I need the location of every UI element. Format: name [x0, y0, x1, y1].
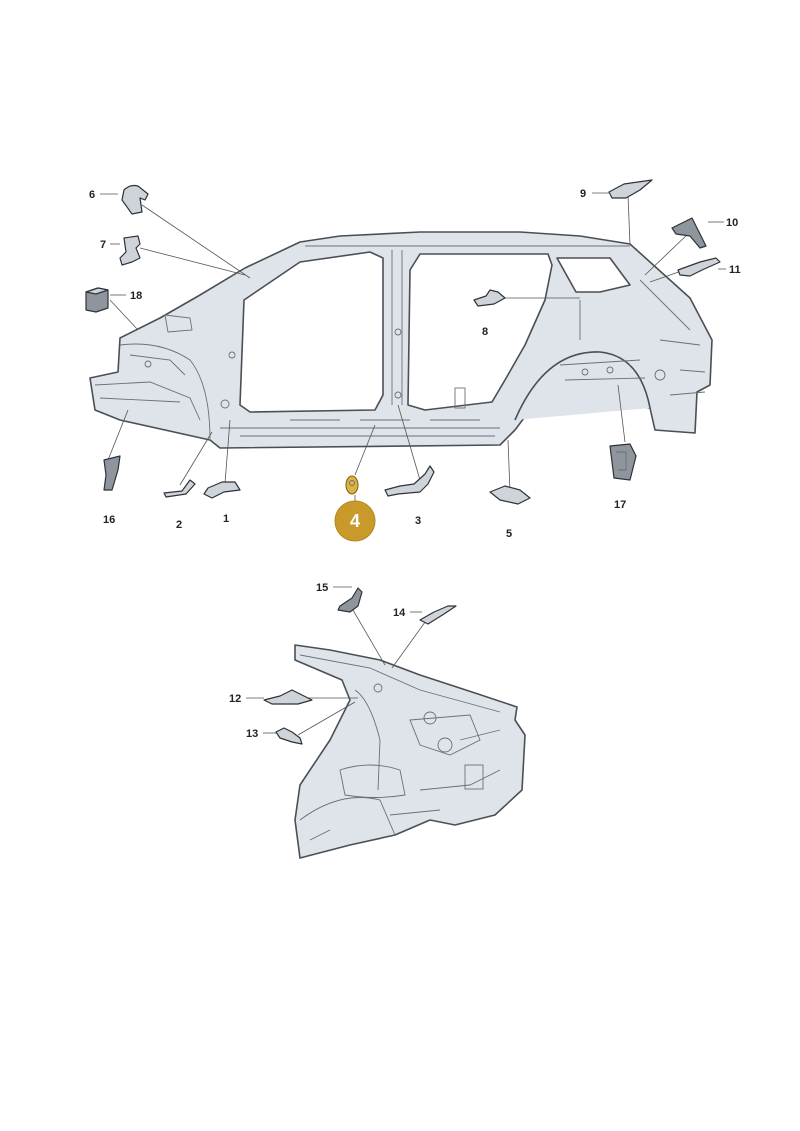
part-12: [263, 689, 313, 705]
part-16: [103, 455, 121, 491]
callouts: 6 7 18 16 2 1 3 5 17 8 9 10 11 15 14 12 …: [89, 188, 741, 740]
callout-11: 11: [729, 264, 741, 276]
callout-8: 8: [482, 326, 488, 338]
callout-7: 7: [100, 239, 106, 251]
part-14: [419, 605, 457, 625]
part-17: [609, 443, 637, 481]
callout-1: 1: [223, 513, 229, 525]
callout-3: 3: [415, 515, 421, 527]
part-1: [203, 481, 241, 499]
parts: [85, 179, 721, 745]
part-9: [608, 179, 653, 199]
part-6: [121, 184, 149, 215]
part-4-highlighted: [345, 475, 359, 495]
part-7: [119, 235, 141, 266]
highlight-badge: 4: [334, 495, 376, 542]
callout-6: 6: [89, 189, 95, 201]
callout-12: 12: [229, 693, 241, 705]
part-5: [489, 485, 531, 505]
body-side-panel: [89, 231, 713, 449]
part-3: [384, 465, 435, 497]
callout-14: 14: [393, 607, 406, 619]
part-13: [275, 727, 303, 745]
highlight-label: 4: [350, 511, 360, 531]
part-2: [163, 479, 196, 498]
callout-17: 17: [614, 499, 626, 511]
callout-9: 9: [580, 188, 586, 200]
callout-16: 16: [103, 514, 115, 526]
rear-quarter-inset-panel: [294, 644, 526, 859]
callout-13: 13: [246, 728, 258, 740]
part-10: [671, 217, 707, 249]
part-11: [677, 257, 721, 277]
part-15: [337, 587, 363, 613]
part-8: [473, 289, 506, 307]
leader-lines: [107, 194, 691, 736]
callout-15: 15: [316, 582, 328, 594]
callout-5: 5: [506, 528, 512, 540]
callout-2: 2: [176, 519, 182, 531]
callout-18: 18: [130, 290, 142, 302]
callout-10: 10: [726, 217, 738, 229]
